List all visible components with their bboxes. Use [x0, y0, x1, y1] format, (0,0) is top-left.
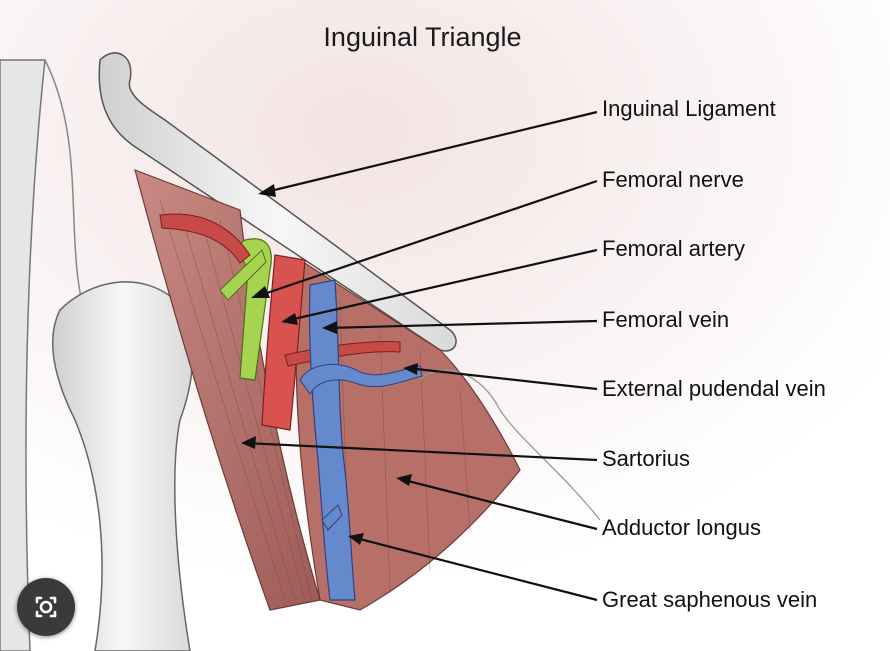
- femoral-nerve-branch: [219, 249, 267, 301]
- external-pudendal-vein-shape: [299, 363, 423, 395]
- femoral-vein-shape: [308, 279, 356, 601]
- pointer-femoral-vein: [325, 319, 598, 330]
- diagram-title: Inguinal Triangle: [323, 22, 522, 52]
- femoral-artery-shape: [261, 254, 306, 431]
- label-femoral-vein: Femoral vein: [602, 307, 730, 332]
- label-adductor-longus: Adductor longus: [602, 515, 761, 540]
- arrowhead-femoral-artery: [281, 313, 298, 325]
- google-lens-icon: [35, 596, 57, 618]
- label-external-pudendal-vein: External pudendal vein: [602, 376, 826, 401]
- skin-fold: [419, 369, 601, 521]
- label-inguinal-ligament: Inguinal Ligament: [602, 96, 776, 121]
- pointer-adductor-longus: [399, 477, 598, 531]
- vein-branch: [321, 504, 343, 531]
- arrowhead-great-saphenous-vein: [348, 533, 364, 545]
- pointer-femoral-nerve: [254, 179, 598, 299]
- arrowhead-adductor-longus: [396, 474, 412, 486]
- arrowhead-inguinal-ligament: [258, 184, 276, 197]
- pointer-femoral-artery: [284, 248, 598, 323]
- arrowheads: [241, 184, 418, 545]
- pointer-lines: [244, 110, 598, 602]
- arrowhead-femoral-nerve: [251, 286, 270, 298]
- label-sartorius: Sartorius: [602, 446, 691, 471]
- pointer-inguinal-ligament: [261, 110, 598, 195]
- arrowhead-external-pudendal-vein: [403, 363, 418, 375]
- circumflex-artery: [159, 213, 251, 264]
- label-femoral-artery: Femoral artery: [602, 236, 746, 261]
- google-lens-button[interactable]: [17, 578, 75, 636]
- label-femoral-nerve: Femoral nerve: [602, 167, 744, 192]
- pointer-sartorius: [244, 441, 598, 462]
- pelvic-bone: [98, 52, 457, 352]
- label-great-saphenous-vein: Great saphenous vein: [602, 587, 818, 612]
- arrowhead-femoral-vein: [322, 321, 337, 334]
- arrowhead-sartorius: [241, 436, 256, 449]
- pointer-great-saphenous-vein: [351, 535, 598, 602]
- pointer-external-pudendal-vein: [406, 366, 598, 391]
